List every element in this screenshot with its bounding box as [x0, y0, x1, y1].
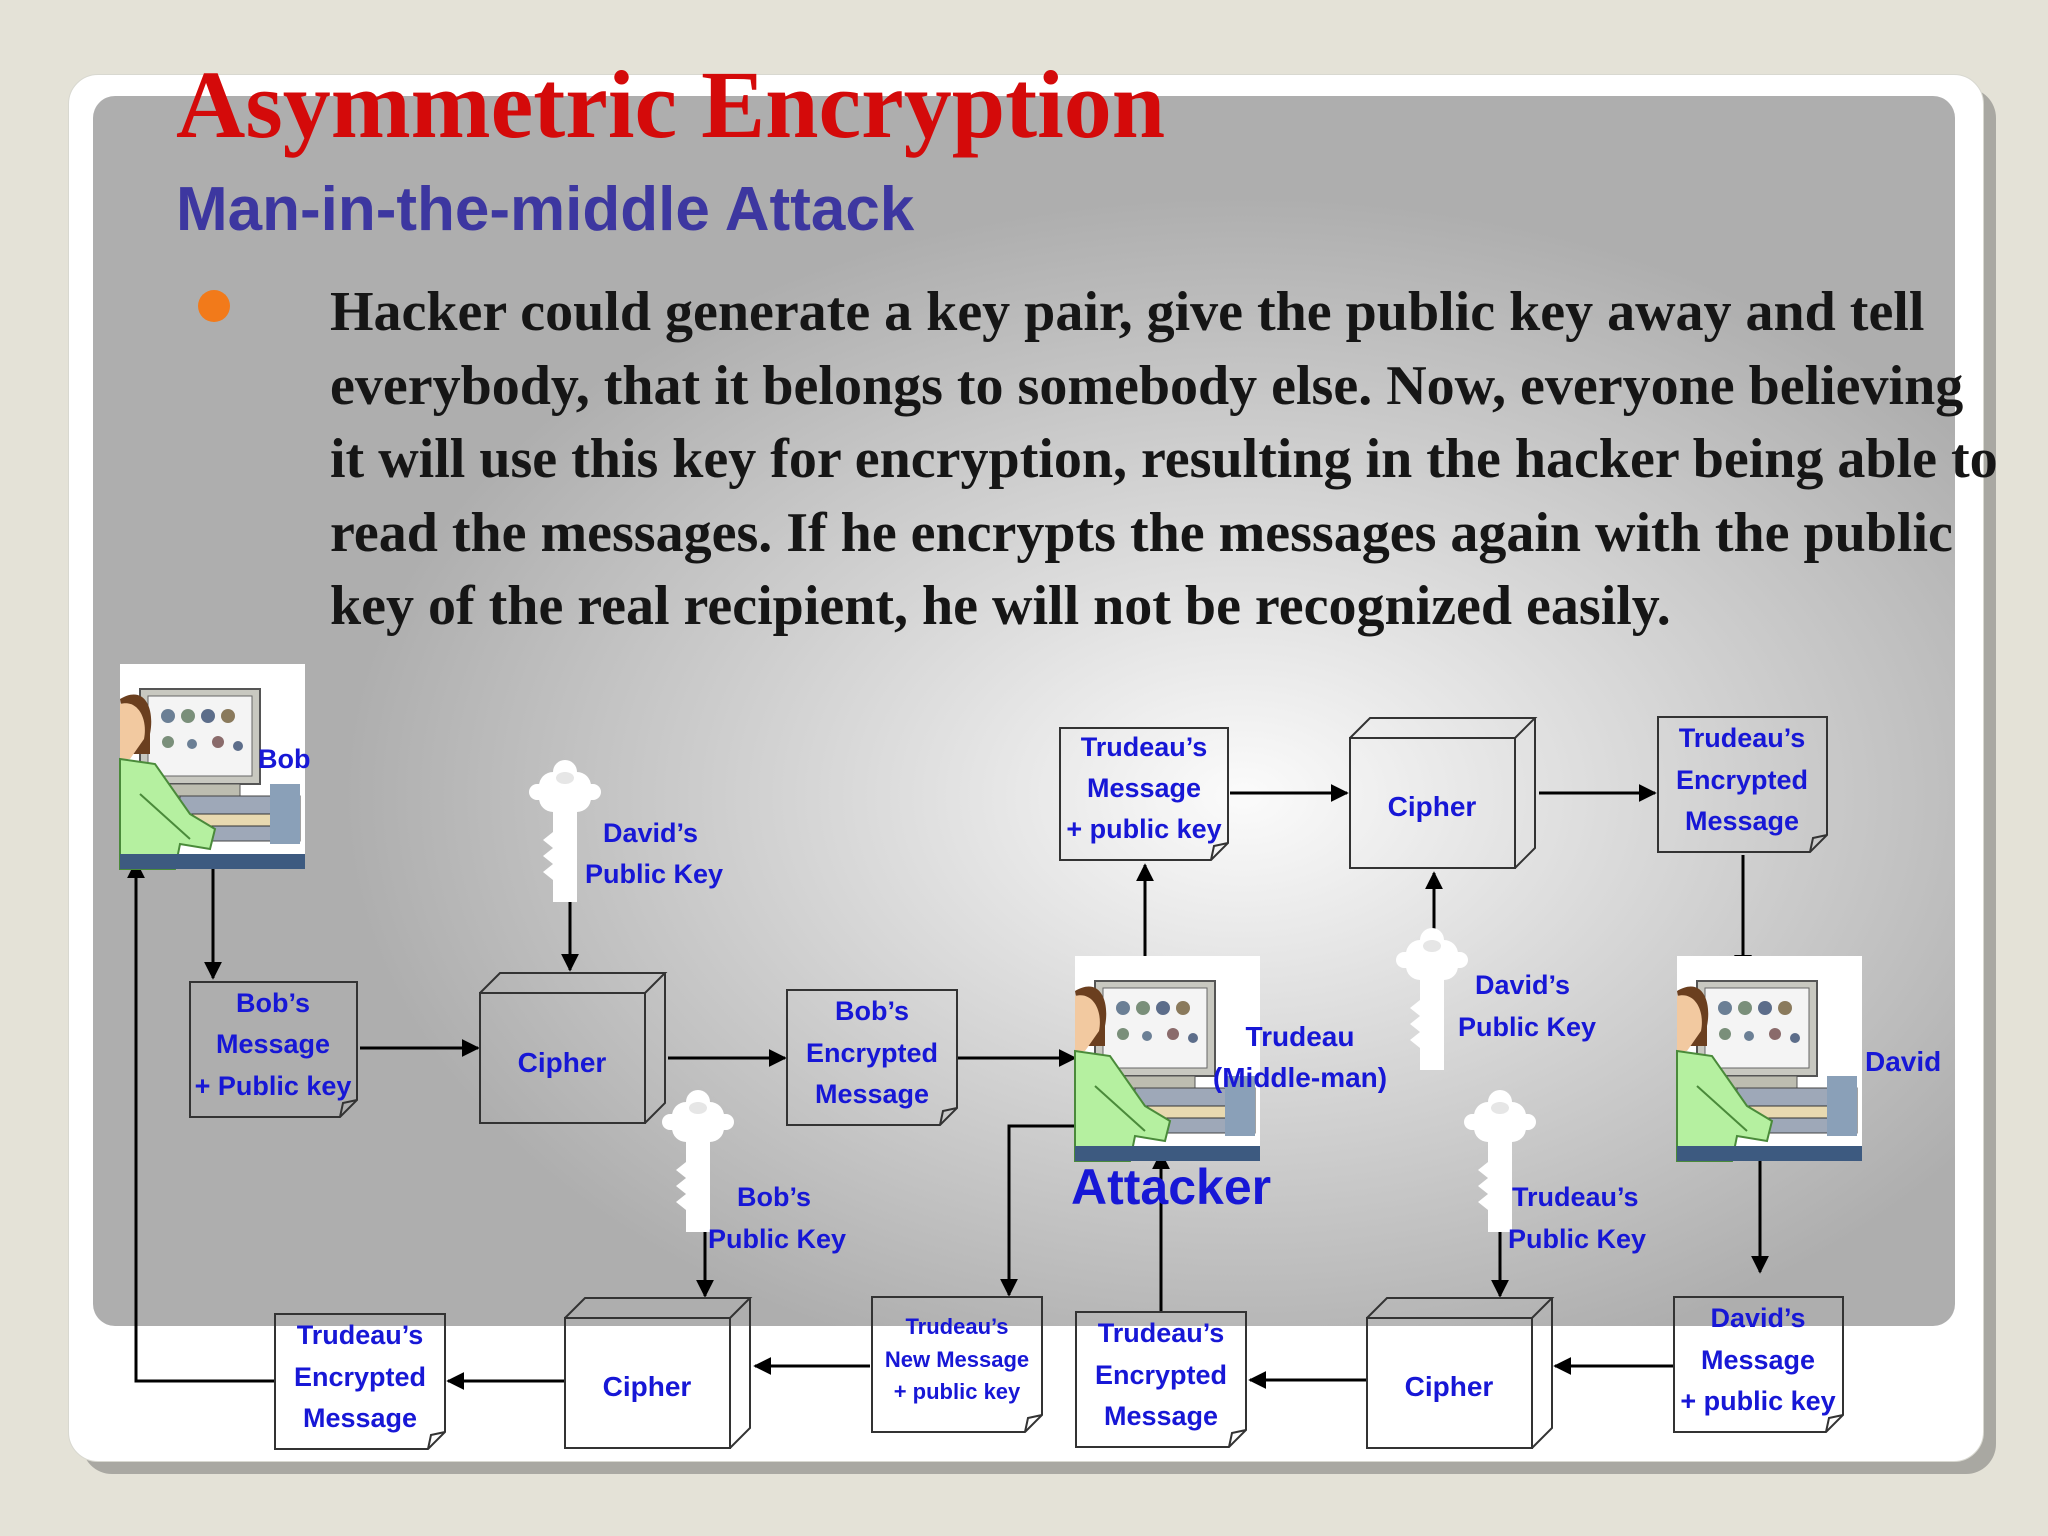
svg-text:+ public key: + public key	[1680, 1386, 1835, 1416]
svg-text:Message: Message	[1087, 773, 1201, 803]
svg-text:Public Key: Public Key	[1458, 1012, 1596, 1042]
svg-text:Trudeau’s: Trudeau’s	[1098, 1318, 1225, 1348]
svg-text:Message: Message	[1104, 1401, 1218, 1431]
content-panel	[93, 96, 1955, 1326]
key-david-label-1: David’s Public Key	[585, 818, 723, 889]
attacker-label: Attacker	[1071, 1159, 1271, 1215]
svg-text:Cipher: Cipher	[1388, 791, 1477, 822]
svg-text:Cipher: Cipher	[518, 1047, 607, 1078]
connectors	[127, 784, 1769, 1390]
svg-text:David’s: David’s	[603, 818, 698, 848]
david-label: David	[1865, 1046, 1941, 1077]
key-bob-label: Bob’s Public Key	[708, 1182, 846, 1254]
bullet-text: Hacker could generate a key pair, give t…	[330, 281, 1998, 638]
svg-text:Bob’s: Bob’s	[737, 1182, 811, 1212]
svg-text:New Message: New Message	[885, 1347, 1029, 1372]
svg-text:Trudeau’s: Trudeau’s	[297, 1320, 424, 1350]
bob-label: Bob	[258, 744, 310, 774]
slide-title: Asymmetric Encryption	[176, 51, 1166, 158]
bullet-icon	[198, 290, 230, 322]
document-icon	[1059, 727, 1229, 861]
slide-subtitle: Man-in-the-middle Attack	[176, 175, 915, 244]
key-icon	[662, 1090, 734, 1232]
trudeau-label-line2: (Middle-man)	[1213, 1062, 1387, 1093]
svg-text:Cipher: Cipher	[603, 1371, 692, 1402]
key-trudeau-label: Trudeau’s Public Key	[1508, 1182, 1646, 1254]
david-computer-icon	[1676, 955, 1863, 1162]
document-icon	[786, 989, 958, 1126]
doc-bob-message: Bob’s Message + Public key	[189, 981, 358, 1118]
svg-text:Cipher: Cipher	[1405, 1371, 1494, 1402]
key-icon	[1396, 928, 1468, 1070]
doc-bob-encrypted: Bob’s Encrypted Message	[786, 989, 958, 1126]
attacker-computer-icon	[1074, 955, 1261, 1162]
svg-text:Message: Message	[1685, 806, 1799, 836]
svg-text:+ public key: + public key	[1066, 814, 1221, 844]
svg-text:David’s: David’s	[1710, 1303, 1805, 1333]
doc-trudeau-encrypted-mid: Trudeau’s Encrypted Message	[1075, 1311, 1247, 1448]
svg-text:Trudeau’s: Trudeau’s	[1512, 1182, 1639, 1212]
svg-text:David’s: David’s	[1475, 970, 1570, 1000]
svg-text:Message: Message	[815, 1079, 929, 1109]
svg-text:Trudeau’s: Trudeau’s	[1081, 732, 1208, 762]
document-icon	[1075, 1311, 1247, 1448]
document-icon	[189, 981, 358, 1118]
svg-text:+ Public key: + Public key	[195, 1071, 352, 1101]
svg-text:Message: Message	[303, 1403, 417, 1433]
document-icon	[871, 1296, 1043, 1433]
key-david-label-2: David’s Public Key	[1458, 970, 1596, 1042]
trudeau-label-line1: Trudeau	[1246, 1021, 1355, 1052]
cipher-box-2: Cipher	[1349, 717, 1536, 869]
svg-text:Message: Message	[216, 1029, 330, 1059]
svg-text:Bob’s: Bob’s	[835, 996, 909, 1026]
svg-text:Public Key: Public Key	[708, 1224, 846, 1254]
svg-text:+ public key: + public key	[894, 1379, 1021, 1404]
document-icon	[1657, 716, 1828, 853]
svg-text:Encrypted: Encrypted	[294, 1362, 426, 1392]
svg-text:Encrypted: Encrypted	[1676, 765, 1808, 795]
document-icon	[274, 1313, 446, 1450]
svg-text:Encrypted: Encrypted	[806, 1038, 938, 1068]
cipher-box-1: Cipher	[479, 972, 666, 1124]
svg-text:Bob’s: Bob’s	[236, 988, 310, 1018]
svg-text:Message: Message	[1701, 1345, 1815, 1375]
doc-trudeau-message: Trudeau’s Message + public key	[1059, 727, 1229, 861]
document-icon	[1673, 1296, 1844, 1433]
doc-david-message: David’s Message + public key	[1673, 1296, 1844, 1433]
svg-text:Encrypted: Encrypted	[1095, 1360, 1227, 1390]
svg-text:Public Key: Public Key	[1508, 1224, 1646, 1254]
cipher-box-3: Cipher	[564, 1297, 751, 1449]
doc-trudeau-encrypted-top: Trudeau’s Encrypted Message	[1657, 716, 1828, 853]
doc-trudeau-new-message: Trudeau’s New Message + public key	[871, 1296, 1043, 1433]
svg-text:Trudeau’s: Trudeau’s	[1679, 723, 1806, 753]
svg-text:Public Key: Public Key	[585, 859, 723, 889]
doc-trudeau-encrypted-left: Trudeau’s Encrypted Message	[274, 1313, 446, 1450]
cipher-box-4: Cipher	[1366, 1297, 1553, 1449]
svg-text:Trudeau’s: Trudeau’s	[905, 1314, 1008, 1339]
